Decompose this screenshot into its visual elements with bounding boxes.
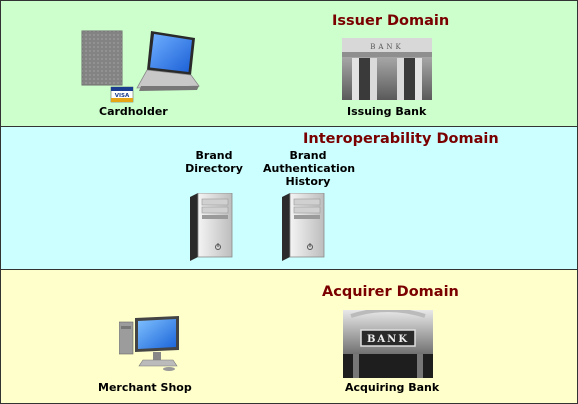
brand-auth-history-label-line1: Brand	[289, 149, 327, 162]
bank-sign-icon: BANK	[343, 308, 433, 382]
brand-directory-label-line1: Brand	[195, 149, 233, 162]
issuer-domain-title: Issuer Domain	[332, 13, 450, 29]
interoperability-domain-title: Interoperability Domain	[303, 131, 499, 147]
acquirer-domain-band: Acquirer Domain Merchant Shop	[1, 270, 577, 403]
issuing-bank-label: Issuing Bank	[347, 105, 427, 118]
svg-text:VISA: VISA	[115, 93, 130, 99]
brand-directory-server-icon	[188, 192, 234, 265]
brand-auth-history-server-icon	[280, 192, 326, 265]
cardholder-label: Cardholder	[99, 105, 168, 118]
acquiring-bank-label: Acquiring Bank	[345, 381, 440, 394]
brand-auth-history-label-line3: History	[285, 175, 331, 188]
interoperability-domain-band: Interoperability Domain Brand Directory	[1, 127, 577, 270]
issuer-domain-band: Issuer Domain	[1, 1, 577, 127]
brand-directory-label-line2: Directory	[185, 162, 243, 175]
brand-directory-label: Brand Directory	[182, 149, 246, 175]
brand-auth-history-label: Brand Authentication History	[263, 149, 356, 188]
acquirer-domain-title: Acquirer Domain	[322, 284, 459, 300]
svg-text:BANK: BANK	[370, 43, 404, 51]
cardholder-laptop-card-icon: VISA	[81, 30, 201, 110]
desktop-computer-icon	[118, 316, 183, 376]
merchant-shop-label: Merchant Shop	[98, 381, 192, 394]
brand-auth-history-label-line2: Authentication	[263, 162, 356, 175]
svg-text:BANK: BANK	[367, 334, 409, 345]
bank-building-icon: BANK	[342, 38, 432, 104]
